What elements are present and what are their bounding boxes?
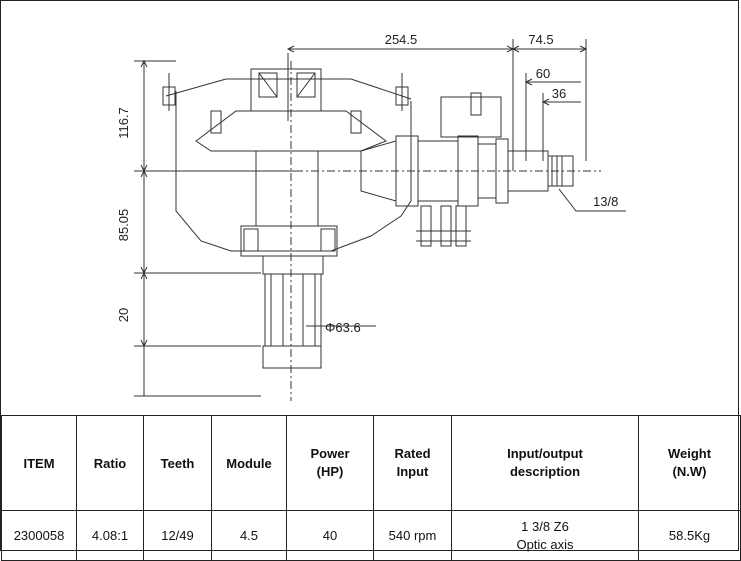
header-rated-input: Rated Input xyxy=(373,415,452,511)
cell-module: 4.5 xyxy=(211,510,287,561)
table-row: 2300058 4.08:1 12/49 4.5 40 540 rpm 1 3/… xyxy=(1,510,741,561)
header-weight: Weight (N.W) xyxy=(638,415,741,511)
header-weight-line2: (N.W) xyxy=(672,464,707,479)
gearbox-drawing-svg: 254.5 74.5 60 36 116.7 85.05 20 Φ63.6 13… xyxy=(116,32,626,401)
header-module: Module xyxy=(211,415,287,511)
dim-13-8: 13/8 xyxy=(593,194,618,209)
dim-20: 20 xyxy=(116,308,131,322)
header-ratio: Ratio xyxy=(76,415,144,511)
header-power: Power (HP) xyxy=(286,415,374,511)
header-rated-line2: Input xyxy=(396,464,429,479)
header-rated-line1: Rated xyxy=(394,446,431,461)
dim-254-5: 254.5 xyxy=(385,32,418,47)
header-io-description: Input/output description xyxy=(451,415,639,511)
dim-phi-63-6: Φ63.6 xyxy=(325,320,361,335)
cell-io-description: 1 3/8 Z6 Optic axis xyxy=(451,510,639,561)
header-power-line1: Power xyxy=(310,446,350,461)
header-io-line1: Input/output xyxy=(507,446,583,461)
dim-85-05: 85.05 xyxy=(116,209,131,242)
cell-teeth: 12/49 xyxy=(143,510,212,561)
header-weight-line1: Weight xyxy=(667,446,712,461)
dim-116-7: 116.7 xyxy=(116,107,131,139)
header-io-line2: description xyxy=(509,464,581,479)
cell-io-line2: Optic axis xyxy=(516,536,574,552)
dim-36: 36 xyxy=(552,86,566,101)
cell-weight: 58.5Kg xyxy=(638,510,741,561)
dim-60: 60 xyxy=(536,66,550,81)
cell-item: 2300058 xyxy=(1,510,77,561)
cell-ratio: 4.08:1 xyxy=(76,510,144,561)
cell-rated: 540 rpm xyxy=(373,510,452,561)
technical-drawing: 254.5 74.5 60 36 116.7 85.05 20 Φ63.6 13… xyxy=(1,1,740,416)
spec-table: ITEM Ratio Teeth Module Power (HP) Rated… xyxy=(1,415,741,561)
cell-io-line1: 1 3/8 Z6 xyxy=(521,518,569,534)
dim-74-5: 74.5 xyxy=(528,32,553,47)
table-header-row: ITEM Ratio Teeth Module Power (HP) Rated… xyxy=(1,415,741,511)
header-power-line2: (HP) xyxy=(316,464,344,479)
cell-power: 40 xyxy=(286,510,374,561)
header-teeth: Teeth xyxy=(143,415,212,511)
header-item: ITEM xyxy=(1,415,77,511)
